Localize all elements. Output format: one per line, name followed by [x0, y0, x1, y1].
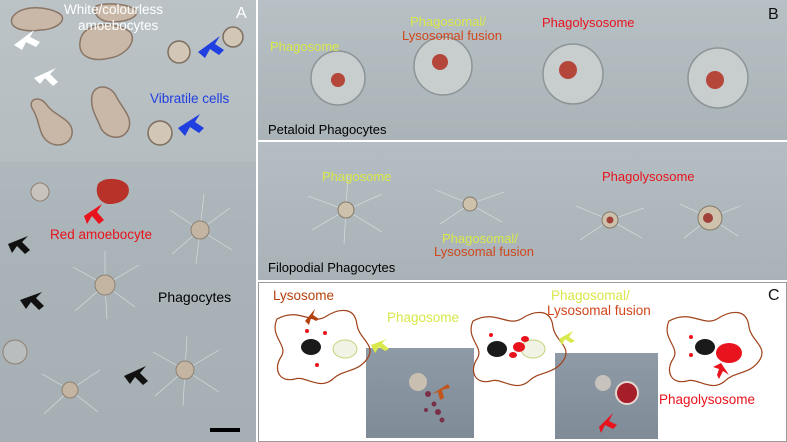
- vibratile-cells: [147, 26, 244, 146]
- scale-bar: [210, 428, 240, 432]
- cell-diagram-2: [470, 311, 575, 387]
- filopodial-fusion-label-line1: Phagosomal/: [442, 231, 518, 246]
- panel-a-letter: A: [236, 5, 247, 22]
- panel-a-micrograph: A White/colourless amoebocytes Vibratile…: [0, 0, 256, 442]
- red-amoebocyte-label: Red amoebocyte: [50, 227, 153, 242]
- phagocytes-label: Phagocytes: [158, 289, 232, 305]
- fusion-label-line2: Lysosomal fusion: [547, 303, 651, 318]
- panel-c-cell-diagrams: [274, 309, 763, 387]
- white-amoebocytes-label-line2: amoebocytes: [78, 18, 159, 33]
- petaloid-cells: [310, 36, 749, 109]
- vibratile-cells-label: Vibratile cells: [150, 91, 230, 106]
- panel-b-petaloid-micrograph: B Phagosome Phagosomal/ Lysosomal fusion…: [258, 0, 787, 140]
- filopodial-fusion-label-line2: Lysosomal fusion: [434, 244, 534, 259]
- black-arrow-icons: [8, 236, 148, 385]
- white-amoebocyte-cells: [10, 3, 138, 146]
- cell-diagram-1: [274, 309, 389, 385]
- panel-a-cells: [0, 0, 256, 432]
- panel-b-letter: B: [768, 6, 779, 23]
- petaloid-phagosome-label: Phagosome: [270, 39, 340, 54]
- filopodial-title: Filopodial Phagocytes: [268, 260, 396, 275]
- phagocyte-cells: [41, 193, 233, 415]
- fusion-label-line1: Phagosomal/: [551, 288, 630, 303]
- panel-c-letter: C: [768, 287, 780, 304]
- phagosome-label: Phagosome: [387, 310, 460, 325]
- petaloid-phagolysosome-label: Phagolysosome: [542, 15, 635, 30]
- blue-arrow-icons: [178, 36, 224, 136]
- inset-micrograph-2: [555, 353, 658, 439]
- filopodial-phagosome-label: Phagosome: [322, 169, 392, 184]
- cell-diagram-3: [666, 311, 763, 387]
- lysosome-label: Lysosome: [273, 288, 335, 303]
- phagolysosome-label: Phagolysosome: [659, 392, 756, 407]
- white-amoebocytes-label-line1: White/colourless: [64, 2, 164, 17]
- white-arrow-icons: [14, 30, 58, 86]
- inset-micrograph-1: [366, 348, 474, 438]
- red-arrow-icon: [84, 204, 104, 224]
- panel-b-filopodial-micrograph: Phagosome Phagosomal/ Lysosomal fusion P…: [258, 142, 787, 280]
- panel-c-schematic: C Lysosome Phagosome Phagosomal/ Lysosom…: [258, 282, 787, 442]
- petaloid-fusion-label-line2: Lysosomal fusion: [402, 28, 502, 43]
- petaloid-title: Petaloid Phagocytes: [268, 122, 387, 137]
- petaloid-fusion-label-line1: Phagosomal/: [410, 14, 486, 29]
- filopodial-phagolysosome-label: Phagolysosome: [602, 169, 695, 184]
- red-amoebocyte-cell: [96, 178, 129, 204]
- filopodial-cells: [307, 173, 741, 245]
